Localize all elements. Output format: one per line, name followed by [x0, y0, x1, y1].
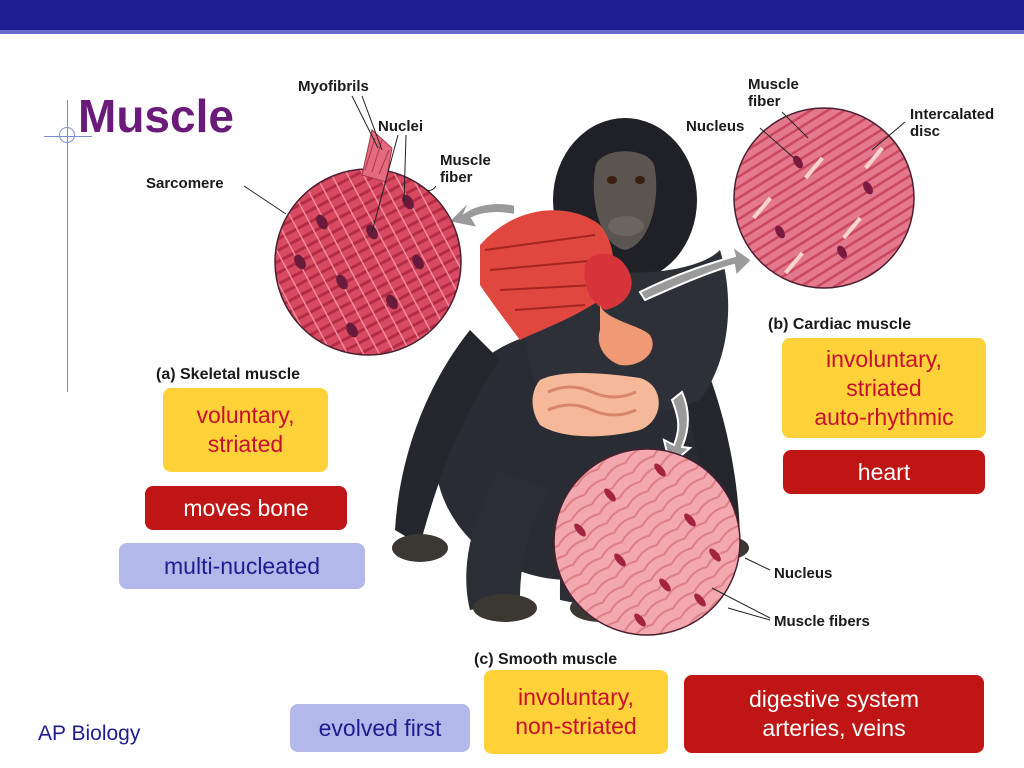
label-muscle-fiber-skeletal: Muscle fiber — [440, 152, 491, 186]
caption-smooth-muscle: (c) Smooth muscle — [474, 651, 618, 668]
smooth-muscle-micrograph — [553, 448, 741, 636]
box-smooth-locations: digestive system arteries, veins — [684, 675, 984, 753]
skeletal-muscle-micrograph — [274, 129, 462, 356]
label-muscle-fiber-cardiac: Muscle fiber — [748, 76, 799, 110]
label-myofibrils: Myofibrils — [298, 78, 369, 95]
slide-title: Muscle — [78, 90, 234, 142]
leader-lines — [243, 95, 906, 621]
header-bar — [0, 0, 1024, 30]
box-smooth-traits: involuntary, non-striated — [484, 670, 668, 754]
box-multi-nucleated: multi-nucleated — [119, 543, 365, 589]
box-skeletal-traits: voluntary, striated — [163, 388, 328, 472]
box-heart: heart — [783, 450, 985, 494]
label-nuclei: Nuclei — [378, 118, 424, 135]
label-nucleus-smooth: Nucleus — [774, 565, 833, 582]
label-intercalated-disc: Intercalated disc — [910, 106, 995, 140]
decor-crosshair-circle — [59, 127, 75, 143]
box-evolved-first: evolved first — [290, 704, 470, 752]
box-moves-bone: moves bone — [145, 486, 347, 530]
caption-skeletal-muscle: (a) Skeletal muscle — [156, 366, 301, 383]
caption-cardiac-muscle: (b) Cardiac muscle — [768, 316, 912, 333]
slide-footer: AP Biology — [38, 722, 141, 745]
decor-vertical-line — [67, 100, 68, 392]
label-sarcomere: Sarcomere — [146, 175, 224, 192]
cardiac-muscle-micrograph — [733, 107, 915, 289]
muscle-organs — [480, 210, 659, 437]
label-nucleus-cardiac: Nucleus — [686, 118, 745, 135]
box-cardiac-traits: involuntary, striated auto-rhythmic — [782, 338, 986, 438]
label-muscle-fibers-smooth: Muscle fibers — [774, 613, 870, 630]
header-accent-bar — [0, 30, 1024, 34]
